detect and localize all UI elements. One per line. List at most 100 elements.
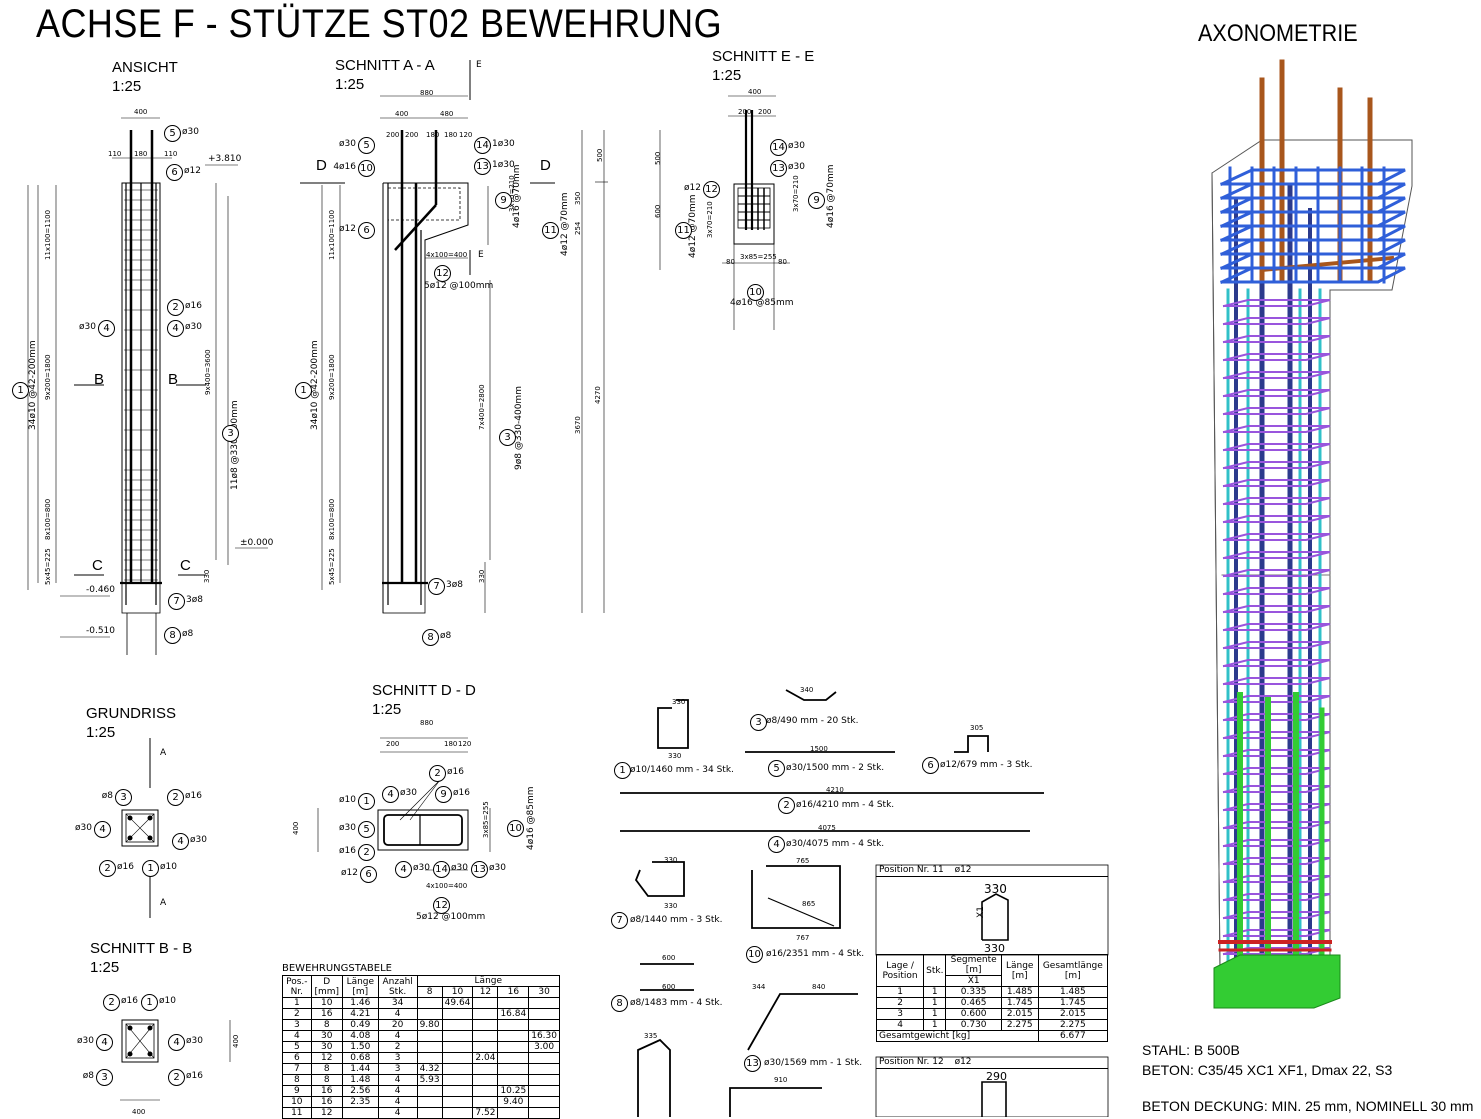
callout-dia: ø30 xyxy=(75,823,92,833)
bar-label: 34ø10 @42-200mm xyxy=(310,340,320,430)
view-title-grundriss: GRUNDRISS 1:25 xyxy=(86,704,176,742)
table-cell: 3.00 xyxy=(528,1041,560,1053)
table-cell xyxy=(441,1074,474,1086)
table-cell: 5.93 xyxy=(416,1074,443,1086)
dim: 330 xyxy=(664,902,678,910)
view-name: GRUNDRISS xyxy=(86,705,177,722)
schedule-text: ø10/1460 mm - 34 Stk. xyxy=(630,765,734,775)
callout-dia: ø16 xyxy=(121,996,138,1006)
stirrup-3d xyxy=(1222,425,1331,434)
callout-1: 1 xyxy=(614,762,631,779)
callout-1: 1 xyxy=(295,382,312,399)
view-title-schnitt-dd: SCHNITT D - D 1:25 xyxy=(372,681,476,719)
table-cell: 2.04 xyxy=(472,1052,499,1064)
bewehrungstabelle: Pos.-Nr. D [mm] Länge [m] Anzahl Stk. Lä… xyxy=(282,975,561,1119)
dim-vertical: 600 xyxy=(654,204,662,218)
callout-10: 10 xyxy=(747,284,764,301)
table-cell: 2 xyxy=(875,997,925,1009)
table-cell: 1 xyxy=(282,997,312,1009)
dim: 344 xyxy=(752,983,766,991)
schnitt-bb-section xyxy=(120,1019,231,1101)
grundriss-plan xyxy=(121,738,159,918)
table-cell: 4.08 xyxy=(341,1030,379,1042)
table-header: 12 xyxy=(472,986,499,998)
table-cell xyxy=(441,1052,474,1064)
table-cell xyxy=(497,1074,530,1086)
dim-vertical: 350 xyxy=(574,191,582,205)
table-cell xyxy=(497,997,530,1009)
dim-vertical: 9x200=1800 xyxy=(44,354,52,400)
table-cell: 16 xyxy=(310,1008,343,1020)
section-mark-e-bottom: E xyxy=(478,250,484,260)
table-cell xyxy=(528,1052,560,1064)
table-header: 10 xyxy=(441,986,474,998)
stirrup-3d xyxy=(1222,533,1331,542)
position11-header: Position Nr. 11 ø12 xyxy=(876,865,1108,877)
table-cell xyxy=(441,1008,474,1020)
dim: 110 xyxy=(108,150,122,158)
callout-4: 4 xyxy=(98,320,115,337)
table-header: 16 xyxy=(497,986,530,998)
bar-label: 5ø12 @100mm xyxy=(416,912,486,922)
callout-6: 6 xyxy=(166,164,183,181)
dim-vertical: 3x70=210 xyxy=(706,201,714,238)
callout-dia: ø30 xyxy=(451,863,468,873)
table-cell xyxy=(441,1085,474,1097)
stirrup-3d xyxy=(1222,641,1331,650)
callout-13: 13 xyxy=(474,158,491,175)
position11-shape xyxy=(875,864,1109,1117)
table-cell: 4 xyxy=(377,1030,418,1042)
callout-dia: ø30 xyxy=(413,863,430,873)
section-mark-b-left: B xyxy=(94,371,105,388)
view-title-ansicht: ANSICHT 1:25 xyxy=(112,58,178,96)
view-scale: 1:25 xyxy=(372,701,402,718)
callout-6: 6 xyxy=(360,866,377,883)
dim: 400 xyxy=(748,88,762,96)
schedule-text: ø16/4210 mm - 4 Stk. xyxy=(796,800,895,810)
callout-4: 4 xyxy=(96,1034,113,1051)
dim-vertical: 7x400=2800 xyxy=(478,384,486,430)
table-cell xyxy=(416,1008,443,1020)
callout-dia: ø30 xyxy=(77,1036,94,1046)
schedule-item-2: ø16/4210 mm - 4 Stk. xyxy=(796,800,894,810)
dim: 767 xyxy=(796,934,810,942)
table-cell: 1 xyxy=(923,1019,947,1031)
dim: 600 xyxy=(662,954,676,962)
table-cell: 1 xyxy=(875,986,925,998)
head-cage-3d xyxy=(1220,224,1406,242)
position-title: Position Nr. 12 xyxy=(879,1057,944,1067)
bar-label: 34ø10 @42-200mm xyxy=(28,340,38,430)
dim: 340 xyxy=(800,686,814,694)
table-cell: 4 xyxy=(875,1019,925,1031)
stirrup-3d xyxy=(1222,587,1331,596)
callout-dia: ø30 xyxy=(489,863,506,873)
section-mark-a-bottom: A xyxy=(160,898,167,908)
total-label: Gesamtgewicht [kg] xyxy=(876,1030,1039,1042)
table-cell: 10 xyxy=(310,997,343,1009)
table-cell: 2.015 xyxy=(1037,1008,1109,1020)
table-cell: 8 xyxy=(310,1019,343,1031)
schedule-item-1: ø10/1460 mm - 34 Stk. xyxy=(630,765,734,775)
view-title-schnitt-bb: SCHNITT B - B 1:25 xyxy=(90,939,192,977)
callout-1: 1 xyxy=(358,793,375,810)
table-cell xyxy=(472,1030,499,1042)
view-title-schnitt-aa: SCHNITT A - A 1:25 xyxy=(335,56,435,94)
table-cell: 3 xyxy=(282,1019,312,1031)
callout-4: 4 xyxy=(167,320,184,337)
position11-block: Position Nr. 11 ø12 xyxy=(876,865,1108,877)
section-mark-e-top: E xyxy=(476,60,482,70)
schedule-text: ø8/1440 mm - 3 Stk. xyxy=(630,915,723,925)
schedule-item-5: ø30/1500 mm - 2 Stk. xyxy=(786,763,884,773)
callout-12: 12 xyxy=(433,897,450,914)
stirrup-3d xyxy=(1222,659,1331,668)
table-cell: 2 xyxy=(377,1041,418,1053)
callout-9: 9 xyxy=(808,192,825,209)
table-cell xyxy=(528,1074,560,1086)
bewehrungstabelle-title: BEWEHRUNGSTABELE xyxy=(282,963,392,974)
callout-3: 3 xyxy=(222,425,239,442)
dim: 180 xyxy=(444,131,458,139)
table-header: X1 xyxy=(945,975,1002,987)
